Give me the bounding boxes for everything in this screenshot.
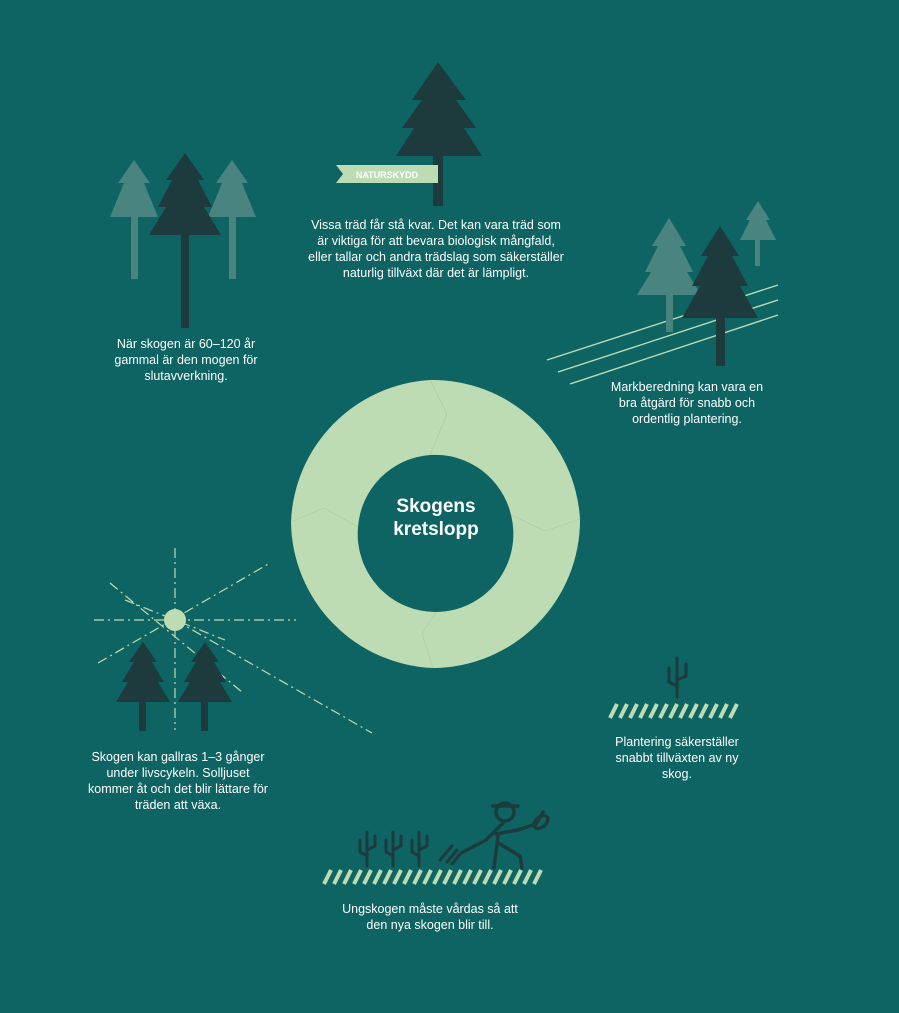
seedling-icon: [358, 830, 377, 868]
pale-tree-icon: [208, 160, 256, 279]
ring-segment-top-left: [291, 380, 447, 527]
mature-forest-icon: [110, 153, 256, 328]
retained-tree-icon: [396, 62, 482, 206]
caption-gallring: Skogen kan gallras 1–3 gånger under livs…: [88, 750, 268, 812]
young-forest-care-icon: [322, 801, 550, 885]
ring-segment-top-right: [430, 379, 580, 531]
naturskydd-flag-icon: [336, 165, 438, 183]
brush-clearing-icon: [438, 844, 463, 866]
pale-tree-icon: [110, 160, 158, 279]
soil-preparation-icon: [546, 201, 779, 385]
cycle-ring: [291, 379, 581, 668]
thinning-sunlight-icon: [94, 548, 373, 734]
pale-tree-icon: [740, 201, 776, 266]
caption-naturskydd: Vissa träd får stå kvar. Det kan vara tr…: [308, 218, 564, 280]
seedling-icon: [384, 830, 403, 868]
cycle-title-line1: Skogens: [396, 496, 476, 517]
caption-ungskog: Ungskogen måste vårdas så att den nya sk…: [342, 902, 518, 932]
dark-tree-icon: [149, 153, 221, 328]
caption-markberedning: Markberedning kan vara en bra åtgärd för…: [610, 380, 764, 426]
seedling-icon: [410, 830, 429, 868]
dark-tree-icon: [682, 226, 758, 366]
ring-segment-bottom-right: [422, 515, 581, 668]
ring-segment-bottom-left: [291, 508, 436, 668]
cycle-title: Skogens kretslopp: [356, 495, 516, 541]
sun-icon: [164, 609, 186, 631]
caption-slutavverkning: När skogen är 60–120 år gammal är den mo…: [114, 337, 258, 383]
dark-tree-icon: [178, 642, 232, 731]
dark-tree-icon: [116, 642, 170, 731]
cycle-title-line2: kretslopp: [393, 519, 479, 540]
forest-worker-icon: [461, 801, 550, 870]
planting-icon: [608, 656, 739, 719]
pale-tree-icon: [637, 218, 701, 332]
caption-plantering: Plantering säkerställer snabbt tillväxte…: [615, 735, 739, 781]
flag-label: NATURSKYDD: [356, 170, 419, 180]
seedling-icon: [667, 656, 688, 699]
